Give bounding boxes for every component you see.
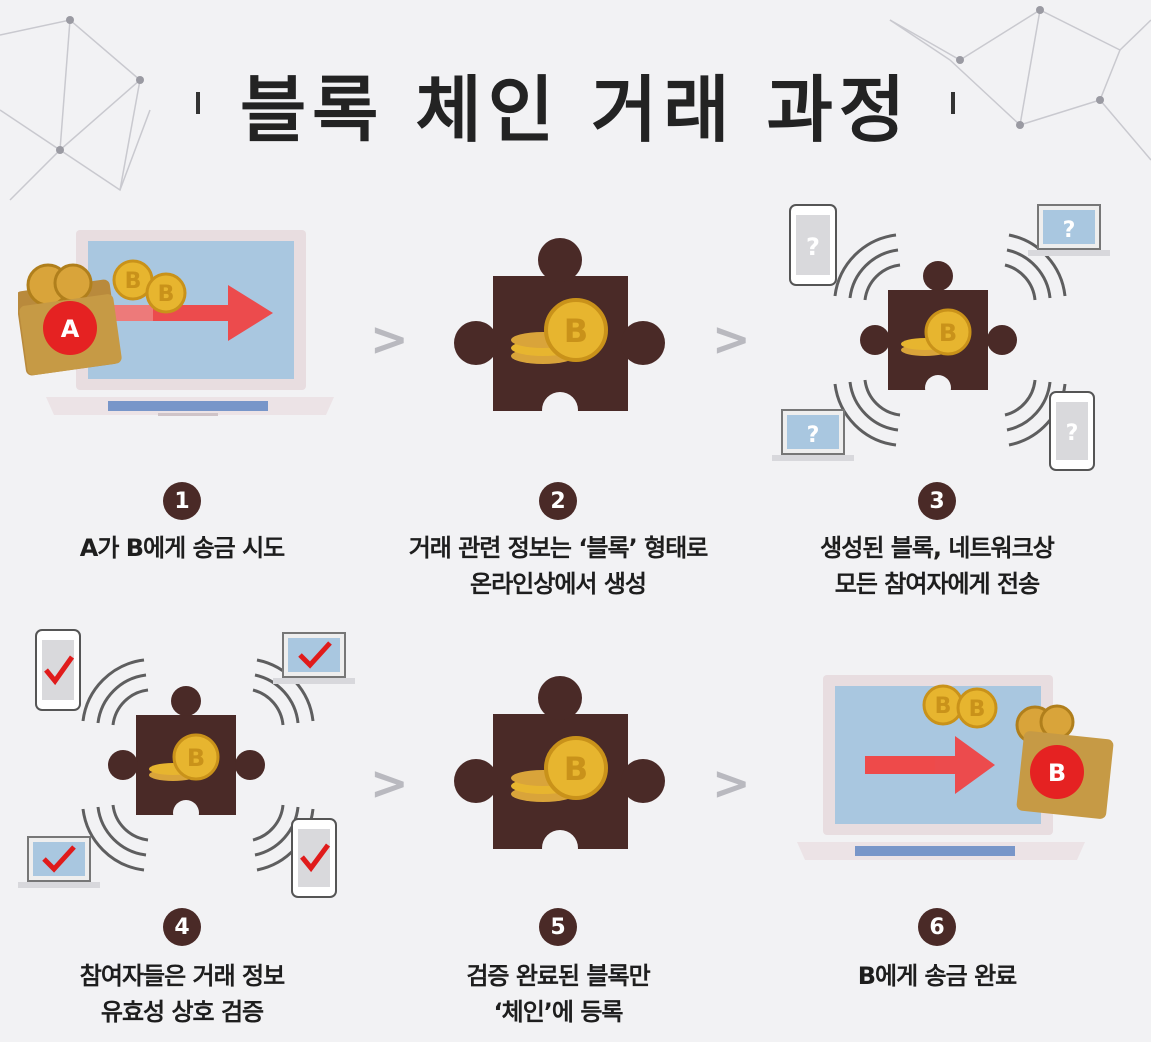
step-caption: 검증 완료된 블록만 ‘체인’에 등록 — [368, 958, 748, 1030]
puzzle-broadcast-icon: B ? ? ? ? — [772, 204, 1110, 471]
coin-icon: B — [956, 687, 998, 729]
coin-icon: B — [145, 272, 187, 314]
laptop-receive-icon: B B B — [797, 675, 1114, 860]
step-caption: 참여자들은 거래 정보 유효성 상호 검증 — [0, 958, 372, 1030]
step-number: 6 — [918, 908, 956, 946]
laptop-send-icon: B B A — [18, 230, 334, 416]
svg-text:B: B — [125, 269, 142, 294]
svg-text:B: B — [187, 744, 205, 772]
caption-line: 검증 완료된 블록만 — [466, 962, 650, 990]
svg-text:?: ? — [1063, 218, 1076, 243]
step-number: 3 — [918, 482, 956, 520]
phone-icon: ? — [789, 204, 837, 286]
title-divider-right — [951, 92, 956, 114]
next-arrow-icon: > — [370, 756, 409, 810]
step-number: 1 — [163, 482, 201, 520]
phone-icon: ? — [1049, 391, 1095, 471]
coin-icon: B — [922, 684, 964, 726]
puzzle-block-icon: B — [454, 676, 665, 856]
laptop-check-icon — [273, 632, 355, 684]
laptop-icon: ? — [772, 409, 854, 461]
step-caption: B에게 송금 완료 — [747, 958, 1127, 994]
caption-line: 유효성 상호 검증 — [100, 998, 264, 1026]
caption-line: 거래 관련 정보는 ‘블록’ 형태로 — [408, 534, 709, 562]
caption-line: ‘체인’에 등록 — [493, 998, 624, 1026]
step-number: 5 — [539, 908, 577, 946]
caption-line: 생성된 블록, 네트워크상 — [820, 534, 1055, 562]
step-caption: 생성된 블록, 네트워크상 모든 참여자에게 전송 — [747, 530, 1127, 602]
svg-text:B: B — [158, 282, 175, 307]
caption-line: 온라인상에서 생성 — [470, 570, 647, 598]
svg-text:B: B — [935, 694, 952, 719]
laptop-icon: ? — [1028, 204, 1110, 256]
step-number: 4 — [163, 908, 201, 946]
puzzle-block-icon: B — [454, 238, 665, 418]
svg-text:B: B — [564, 312, 588, 350]
svg-text:?: ? — [807, 423, 820, 448]
caption-line: 모든 참여자에게 전송 — [834, 570, 1040, 598]
title-divider-left — [195, 92, 200, 114]
phone-check-icon — [291, 818, 337, 898]
svg-text:B: B — [969, 697, 986, 722]
svg-text:B: B — [564, 750, 588, 788]
laptop-check-icon — [18, 836, 100, 888]
caption-line: A가 B에게 송금 시도 — [79, 534, 286, 562]
svg-text:?: ? — [1066, 421, 1079, 446]
svg-text:?: ? — [806, 233, 820, 261]
step-caption: A가 B에게 송금 시도 — [0, 530, 372, 566]
phone-check-icon — [35, 629, 81, 711]
page-title: 블록 체인 거래 과정 — [239, 67, 912, 152]
next-arrow-icon: > — [712, 756, 751, 810]
caption-line: 참여자들은 거래 정보 — [79, 962, 285, 990]
puzzle-verify-icon: B — [18, 629, 355, 898]
caption-line: B에게 송금 완료 — [857, 962, 1017, 990]
svg-text:A: A — [61, 315, 80, 343]
title-area: 블록 체인 거래 과정 — [0, 48, 1151, 158]
svg-text:B: B — [1048, 759, 1066, 787]
step-caption: 거래 관련 정보는 ‘블록’ 형태로 온라인상에서 생성 — [368, 530, 748, 602]
step-number: 2 — [539, 482, 577, 520]
next-arrow-icon: > — [370, 312, 409, 366]
next-arrow-icon: > — [712, 312, 751, 366]
svg-text:B: B — [939, 319, 957, 347]
